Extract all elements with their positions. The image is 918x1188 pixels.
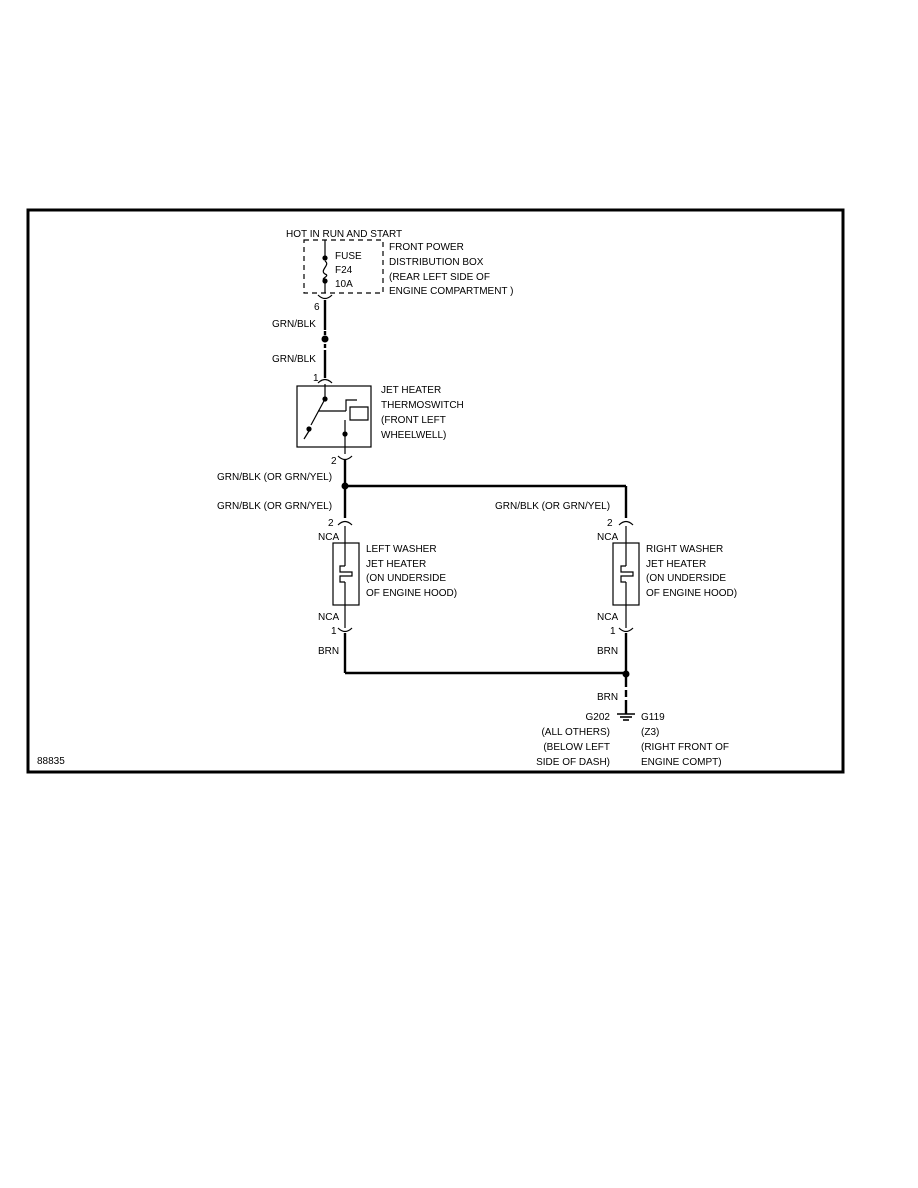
left-nca-bottom: NCA — [318, 612, 339, 623]
right-connector-bottom — [618, 627, 634, 633]
box-line-1: FRONT POWER — [389, 242, 464, 253]
thermoswitch-line-2: THERMOSWITCH — [381, 400, 464, 411]
left-nca-top: NCA — [318, 532, 339, 543]
ground-right-line-3: (RIGHT FRONT OF — [641, 742, 729, 753]
left-pin-2-label: 2 — [328, 518, 334, 529]
right-heater-line-4: OF ENGINE HOOD) — [646, 588, 737, 599]
connector-pin-1 — [317, 378, 333, 384]
thermoswitch-line-1: JET HEATER — [381, 385, 441, 396]
diagram-id: 88835 — [37, 756, 65, 767]
left-heater-line-1: LEFT WASHER — [366, 544, 437, 555]
ground-left-line-3: (BELOW LEFT — [543, 742, 610, 753]
connector-pin-2 — [337, 455, 353, 461]
power-header: HOT IN RUN AND START — [286, 229, 402, 240]
ground-left-line-4: SIDE OF DASH) — [536, 757, 610, 768]
wire-label-grn-blk-or-yel-1: GRN/BLK (OR GRN/YEL) — [217, 472, 332, 483]
right-heater-line-3: (ON UNDERSIDE — [646, 573, 726, 584]
right-nca-bottom: NCA — [597, 612, 618, 623]
right-pin-2-label: 2 — [607, 518, 613, 529]
right-connector-top — [618, 520, 634, 526]
wire-label-grn-blk-2: GRN/BLK — [272, 354, 316, 365]
thermoswitch-pin-1-label: 1 — [313, 373, 319, 384]
ground-icon — [617, 713, 635, 721]
fuse-symbol — [322, 240, 328, 293]
left-connector-top — [337, 520, 353, 526]
ground-right-line-2: (Z3) — [641, 727, 659, 738]
thermoswitch-line-3: (FRONT LEFT — [381, 415, 446, 426]
left-heater-box — [332, 542, 360, 606]
wire-label-grn-blk-1: GRN/BLK — [272, 319, 316, 330]
thermoswitch-symbol — [303, 384, 369, 454]
wire-label-brn-ground: BRN — [597, 692, 618, 703]
fuse-id: F24 — [335, 265, 353, 276]
ground-left-line-1: G202 — [586, 712, 611, 723]
left-heater-line-4: OF ENGINE HOOD) — [366, 588, 457, 599]
thermoswitch-pin-2-label: 2 — [331, 456, 337, 467]
splice-point — [622, 670, 630, 678]
wire-label-brn-left: BRN — [318, 646, 339, 657]
ground-right-line-4: ENGINE COMPT) — [641, 757, 722, 768]
ground-left-line-2: (ALL OTHERS) — [541, 727, 610, 738]
thermoswitch-box — [296, 385, 372, 448]
left-connector-bottom — [337, 627, 353, 633]
power-distribution-box — [303, 239, 384, 294]
left-heater-element — [339, 526, 353, 628]
pin-6-label: 6 — [314, 302, 320, 313]
wire-label-brn-right: BRN — [597, 646, 618, 657]
wire-label-grn-blk-or-yel-2: GRN/BLK (OR GRN/YEL) — [217, 501, 332, 512]
left-heater-line-3: (ON UNDERSIDE — [366, 573, 446, 584]
right-nca-top: NCA — [597, 532, 618, 543]
right-pin-1-label: 1 — [610, 626, 616, 637]
right-heater-line-2: JET HEATER — [646, 559, 706, 570]
box-line-3: (REAR LEFT SIDE OF — [389, 272, 490, 283]
left-pin-1-label: 1 — [331, 626, 337, 637]
thermoswitch-line-4: WHEELWELL) — [381, 430, 446, 441]
ground-right-line-1: G119 — [641, 712, 665, 723]
left-heater-line-2: JET HEATER — [366, 559, 426, 570]
connector-pin-6 — [317, 294, 333, 300]
diagram-frame — [26, 208, 845, 774]
splice-point — [321, 335, 329, 343]
wire-label-grn-blk-or-yel-3: GRN/BLK (OR GRN/YEL) — [495, 501, 610, 512]
right-heater-line-1: RIGHT WASHER — [646, 544, 723, 555]
box-line-2: DISTRIBUTION BOX — [389, 257, 484, 268]
right-heater-element — [620, 526, 634, 628]
fuse-label: FUSE — [335, 251, 362, 262]
box-line-4: ENGINE COMPARTMENT ) — [389, 286, 513, 297]
fuse-rating: 10A — [335, 279, 353, 290]
